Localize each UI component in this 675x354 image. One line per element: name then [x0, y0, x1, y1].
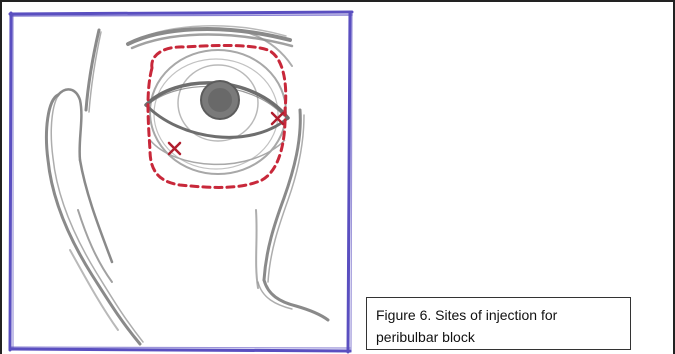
figure-caption: Figure 6. Sites of injection for peribul… [366, 297, 631, 350]
injection-site-x-icon [169, 143, 180, 154]
cheek-contour [256, 110, 328, 320]
figure-caption-line: Figure 6. Sites of injection for [376, 304, 621, 326]
figure-caption-line: peribulbar block [376, 326, 621, 348]
nose-contour [46, 30, 143, 344]
sketch-frame [10, 12, 352, 352]
iris [201, 81, 239, 119]
